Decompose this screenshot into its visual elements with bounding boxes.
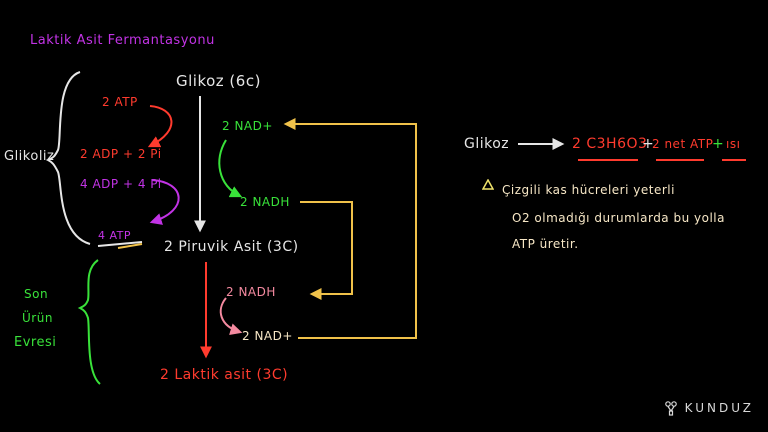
atp-2-label: 2 ATP (102, 95, 138, 109)
equation-plus-2: + (712, 136, 725, 152)
son-urun-label-line3: Evresi (14, 335, 57, 350)
nadh-bottom-label: 2 NADH (226, 285, 276, 299)
nadh-to-nad-arrow (219, 297, 243, 335)
atp-to-adp-arrow (147, 105, 173, 148)
piruvik-asit-node: 2 Piruvik Asit (3C) (164, 239, 299, 255)
page-title: Laktik Asit Fermantasyonu (30, 33, 215, 48)
equation-left: Glikoz (464, 136, 510, 152)
atp-4-label: 4 ATP (98, 229, 132, 242)
brand-name: KUNDUZ (684, 401, 754, 415)
equation-plus-1: + (642, 136, 655, 152)
note-line-1: Çizgili kas hücreleri yeterli (502, 183, 675, 197)
laktik-asit-node: 2 Laktik asit (3C) (160, 367, 289, 383)
adp-to-atp-arrow (149, 179, 180, 225)
atp-link-line-2 (117, 243, 143, 249)
kunduz-logo-icon (664, 401, 677, 416)
glikoz-node: Glikoz (6c) (176, 72, 261, 90)
nad-plus-bottom-label: 2 NAD+ (242, 329, 293, 343)
equation-heat: ısı (726, 137, 741, 151)
glikoliz-label: Glikoliz (4, 149, 55, 164)
son-urun-label-line2: Ürün (22, 311, 53, 325)
glikoliz-bracket (45, 71, 91, 245)
nad-regeneration-line (283, 118, 417, 339)
son-urun-label-line1: Son (24, 287, 49, 301)
note-line-2: O2 olmadığı durumlarda bu yolla (512, 211, 725, 225)
adp-4-pi-label: 4 ADP + 4 Pi (80, 177, 162, 191)
nad-plus-top-label: 2 NAD+ (222, 119, 273, 133)
son-urun-bracket (77, 259, 101, 385)
nad-to-nadh-arrow (218, 139, 243, 198)
atp-link-line (97, 241, 143, 247)
note-line-3: ATP üretir. (512, 237, 579, 251)
equation-net-atp: 2 net ATP (652, 137, 714, 151)
warning-triangle-icon (482, 179, 494, 190)
equation-product: 2 C3H6O3 (572, 136, 648, 152)
adp-pi-label: 2 ADP + 2 Pi (80, 147, 162, 161)
nadh-transfer-line (300, 201, 353, 300)
kunduz-logo: KUNDUZ (663, 400, 754, 416)
nadh-top-label: 2 NADH (240, 195, 290, 209)
